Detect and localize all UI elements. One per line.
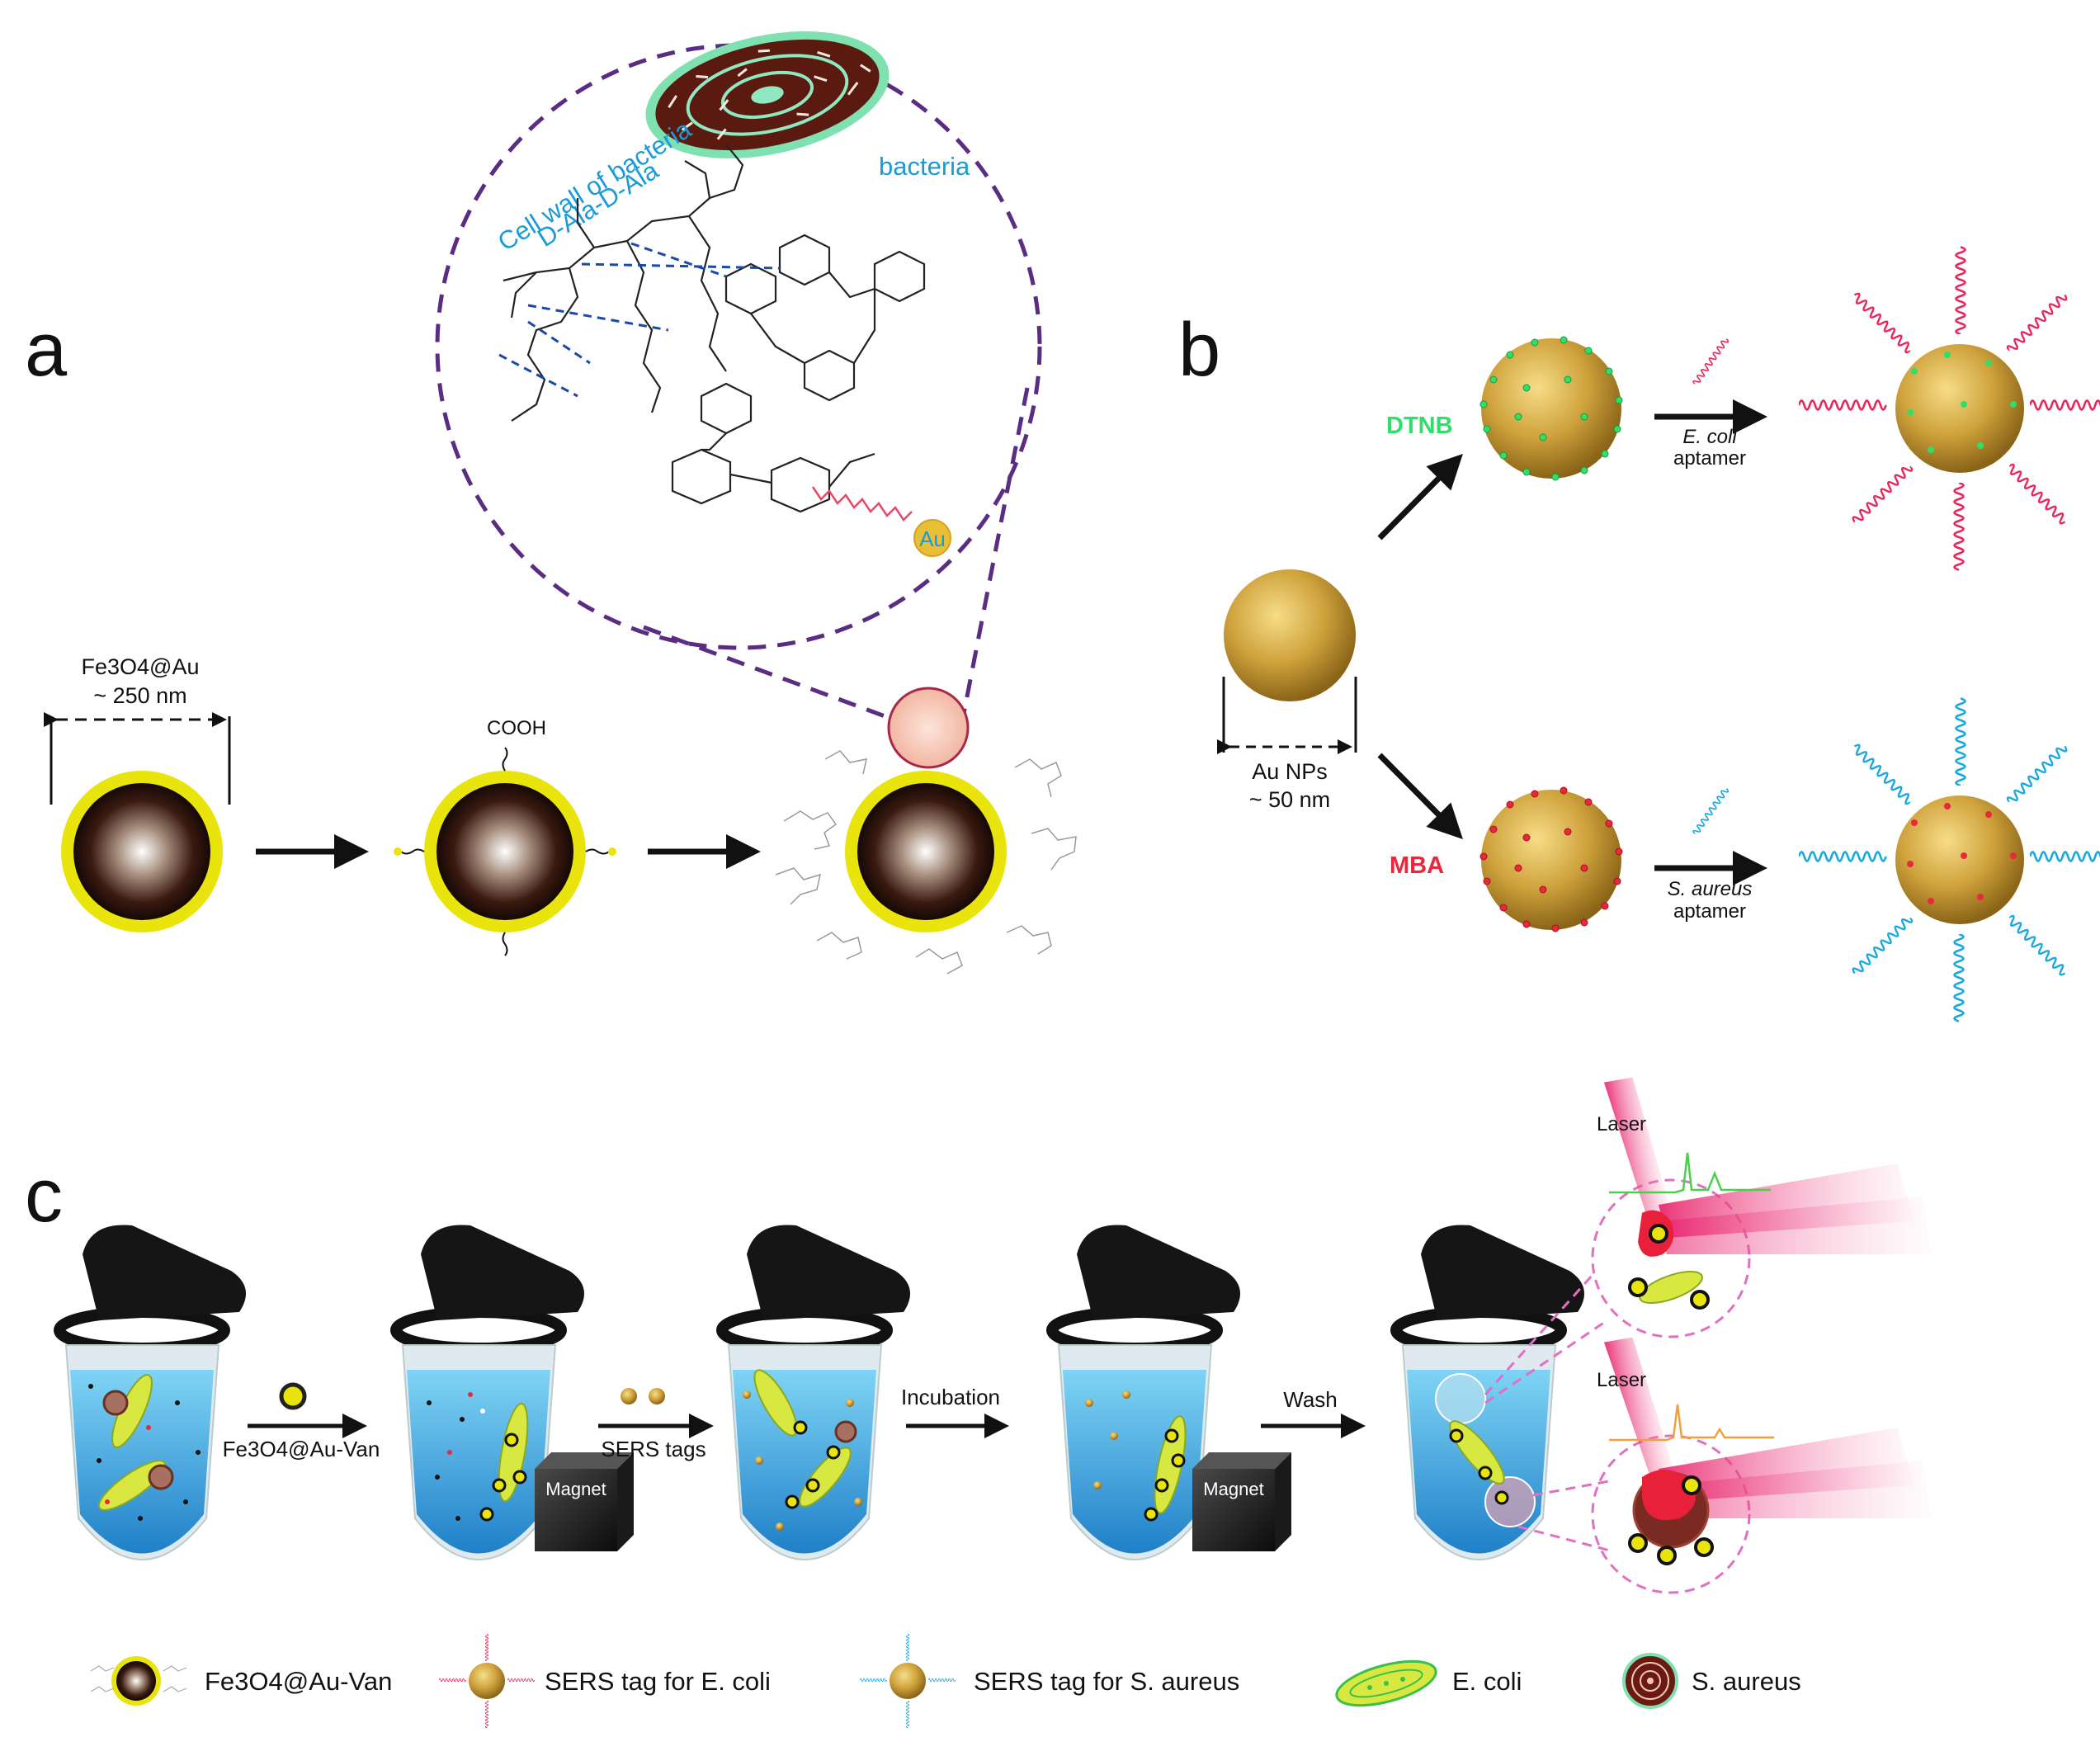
saureus-aptamer-label-1: S. aureus xyxy=(1668,878,1753,900)
panel-a: a Cell wall of bacteria D-Ala-D-Ala bact… xyxy=(25,31,1077,975)
fe3o4-au-van-particle xyxy=(775,750,1077,975)
mba-au-particle xyxy=(1479,786,1623,932)
vancomycin-structure xyxy=(503,144,926,513)
mba-label: MBA xyxy=(1390,852,1444,879)
bacterium-illustration xyxy=(645,31,890,159)
dtnb-label: DTNB xyxy=(1386,413,1453,439)
size-label-1: Fe3O4@Au xyxy=(82,654,200,679)
tube-1 xyxy=(54,1225,246,1560)
cooh-label: COOH xyxy=(487,717,546,739)
tube-5 xyxy=(1390,1225,1584,1560)
zoom-circle xyxy=(435,43,1042,650)
zoom-line-c1 xyxy=(1484,1319,1608,1404)
legend-item3: SERS tag for S. aureus xyxy=(974,1667,1239,1696)
legend-saureus-icon xyxy=(1622,1653,1678,1709)
zoom-dash-right xyxy=(959,387,1030,727)
magnet-1: Magnet xyxy=(535,1452,634,1551)
legend-item4: E. coli xyxy=(1452,1667,1522,1696)
ecoli-aptamer-icon xyxy=(1692,336,1730,387)
cell-wall-label-1: Cell wall of bacteria xyxy=(493,114,696,257)
saureus-aptamer-icon xyxy=(1692,786,1730,837)
fe3o4-au-particle-1 xyxy=(61,771,223,932)
legend-item5: S. aureus xyxy=(1692,1667,1801,1696)
panel-b: b Au NPs ~ 50 nm DTNB MBA xyxy=(1178,246,2100,1022)
saureus-aptamer-label-2: aptamer xyxy=(1673,900,1746,923)
aunp-label-2: ~ 50 nm xyxy=(1249,787,1330,812)
magnet-2: Magnet xyxy=(1192,1452,1291,1551)
magnet-2-label: Magnet xyxy=(1203,1479,1263,1499)
zoom-dash-left xyxy=(643,625,890,720)
arrow-b-up xyxy=(1377,454,1463,540)
laser-zoom-saureus xyxy=(1591,1337,1931,1594)
dtnb-au-particle xyxy=(1479,336,1623,481)
aunp-label-1: Au NPs xyxy=(1252,759,1328,784)
linker-chain xyxy=(811,486,913,522)
legend-sers-ecoli-icon xyxy=(439,1633,536,1729)
step2-label: SERS tags xyxy=(601,1437,706,1461)
laser-label-1: Laser xyxy=(1597,1113,1646,1135)
panel-c-letter: c xyxy=(25,1154,63,1238)
au-np-center xyxy=(1224,569,1356,701)
ecoli-aptamer-label-1: E. coli xyxy=(1682,426,1737,448)
hydrogen-bonds xyxy=(498,242,781,398)
legend-fe3o4-au-van-icon xyxy=(90,1656,187,1706)
au-ball xyxy=(913,519,951,557)
step1-label: Fe3O4@Au-Van xyxy=(223,1437,380,1461)
bacteria-label: bacteria xyxy=(879,152,970,181)
laser-label-2: Laser xyxy=(1597,1369,1646,1391)
legend-item2: SERS tag for E. coli xyxy=(545,1667,771,1696)
panel-b-letter: b xyxy=(1178,308,1220,392)
zoom-line-c2 xyxy=(1484,1273,1594,1396)
magnet-1-label: Magnet xyxy=(545,1479,606,1499)
laser-zoom-ecoli xyxy=(1591,1077,1931,1338)
arrow-b-down xyxy=(1377,753,1463,839)
legend-item1: Fe3O4@Au-Van xyxy=(205,1667,392,1696)
ecoli-aptamer-label-2: aptamer xyxy=(1673,447,1746,470)
tube-2 xyxy=(390,1225,584,1560)
legend-sers-saureus-icon xyxy=(860,1633,956,1729)
au-label: Au xyxy=(919,526,946,551)
step2-tag-icon-1 xyxy=(621,1388,637,1404)
tube-3 xyxy=(716,1225,910,1560)
sers-tag-ecoli xyxy=(1799,246,2100,571)
zoom-target-circle xyxy=(887,687,970,769)
step2-tag-icon-2 xyxy=(649,1388,665,1404)
legend: Fe3O4@Au-Van SERS tag for E. coli SERS t… xyxy=(90,1633,1801,1729)
size-label-2: ~ 250 nm xyxy=(93,683,186,708)
step3-label: Incubation xyxy=(901,1385,1000,1409)
step4-label: Wash xyxy=(1283,1387,1338,1412)
sers-tag-saureus xyxy=(1799,697,2100,1022)
step1-particle-icon xyxy=(279,1382,307,1410)
panel-a-letter: a xyxy=(25,308,68,392)
zoom-line-c3 xyxy=(1532,1480,1610,1497)
legend-ecoli-icon xyxy=(1335,1659,1437,1707)
fe3o4-au-cooh-particle xyxy=(394,747,616,956)
tube-4 xyxy=(1046,1225,1240,1560)
panel-c: c Fe3O4@Au-Van xyxy=(25,1077,1931,1594)
